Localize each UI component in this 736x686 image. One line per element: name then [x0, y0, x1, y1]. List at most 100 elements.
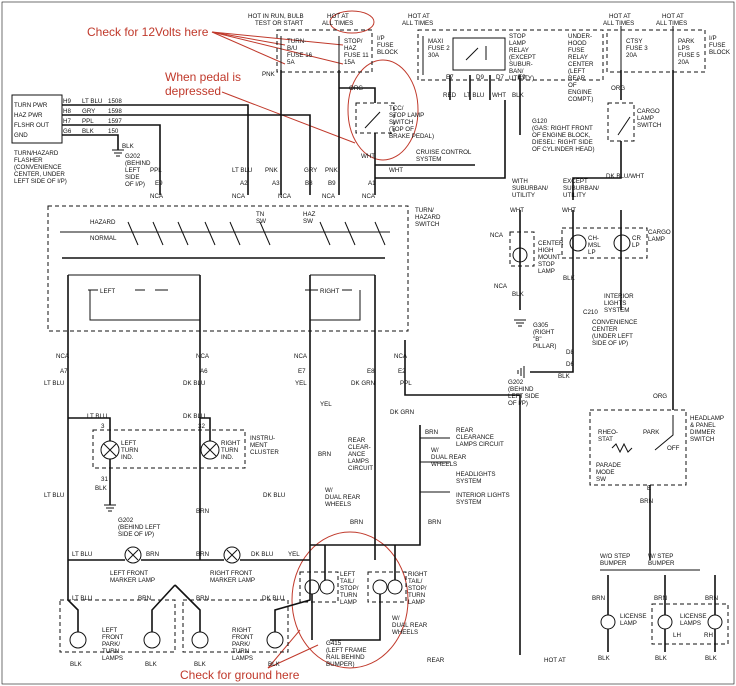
wire-label-gry-sw: GRY	[304, 167, 317, 174]
svg-text:H9: H9	[63, 98, 71, 105]
wire-label-brn-m2: BRN	[196, 551, 209, 558]
svg-text:FRONT: FRONT	[232, 634, 254, 641]
underhood-fuse-relay-center-label: UNDER- HOOD FUSE RELAY CENTER (LEFT REAR…	[568, 33, 594, 103]
svg-text:& PANEL: & PANEL	[690, 422, 716, 429]
wire-label-wht-2: WHT	[389, 167, 403, 174]
cargo-lamp-switch: CARGO LAMP SWITCH	[607, 102, 661, 142]
wire-label-wht-top: WHT	[492, 92, 506, 99]
svg-text:LAMP: LAMP	[637, 115, 654, 122]
svg-text:(BEHIND: (BEHIND	[508, 386, 534, 393]
wire-flshr-out	[62, 124, 161, 195]
wire-label-brn-l2: BRN	[654, 595, 667, 602]
haz-sw-line2: SW	[303, 218, 313, 225]
wire-label: BLK	[122, 143, 135, 150]
left-tail-stop-turn-lamp: LEFT TAIL/ STOP/ TURN LAMP	[299, 571, 359, 606]
svg-text:LEFT FRONT: LEFT FRONT	[110, 570, 148, 577]
svg-text:CENTER, UNDER: CENTER, UNDER	[14, 171, 65, 178]
svg-text:HIGH: HIGH	[538, 247, 553, 254]
headlamp-switch-box	[589, 409, 687, 486]
svg-text:WHEELS: WHEELS	[325, 501, 351, 508]
wire-label-brn-p1: BRN	[138, 595, 151, 602]
fuse-label-right: FUSE	[709, 42, 726, 49]
with-suburban-utility-label: WITH SUBURBAN/ UTILITY	[512, 178, 548, 199]
svg-text:FUSE: FUSE	[568, 47, 585, 54]
wire-label-ltblu-out: LT BLU	[44, 380, 64, 387]
svg-text:HAZARD: HAZARD	[415, 214, 441, 221]
cluster-ground-symbol	[104, 504, 116, 512]
g202-label-a: G202 (BEHIND LEFT SIDE OF I/P)	[125, 153, 151, 188]
svg-text:SWITCH: SWITCH	[637, 122, 661, 129]
svg-text:LICENSE: LICENSE	[680, 613, 706, 620]
svg-text:OF: OF	[568, 82, 577, 89]
svg-text:1597: 1597	[108, 118, 122, 125]
svg-text:LEFT: LEFT	[121, 440, 136, 447]
svg-text:DUAL REAR: DUAL REAR	[392, 622, 428, 629]
svg-text:W/: W/	[392, 615, 400, 622]
wire-label-ltblu-m: LT BLU	[72, 551, 92, 558]
svg-text:STOP/: STOP/	[408, 585, 427, 592]
svg-text:REAR: REAR	[456, 427, 474, 434]
block-label: BLOCK	[377, 49, 399, 56]
cluster-feeds	[68, 417, 211, 441]
svg-text:CLEAR-: CLEAR-	[348, 444, 371, 451]
svg-text:UNDER-: UNDER-	[568, 33, 592, 40]
wire-label-brn-p2: BRN	[196, 595, 209, 602]
hazard-label: HAZARD	[90, 219, 116, 226]
nca-r2: NCA	[494, 283, 508, 290]
svg-text:UTILITY): UTILITY)	[509, 75, 534, 82]
svg-text:OF ENGINE BLOCK,: OF ENGINE BLOCK,	[532, 132, 591, 139]
all-times-label-3: ALL TIMES	[603, 20, 634, 27]
svg-text:LEFT SIDE: LEFT SIDE	[508, 393, 539, 400]
svg-text:RAIL BEHIND: RAIL BEHIND	[326, 654, 365, 661]
svg-text:RIGHT: RIGHT	[221, 440, 240, 447]
svg-text:LAMPS CIRCUIT: LAMPS CIRCUIT	[456, 441, 504, 448]
svg-text:FUSE 16: FUSE 16	[287, 52, 313, 59]
left-front-marker-lamp: LEFT FRONT MARKER LAMP	[110, 546, 155, 584]
svg-text:DUAL REAR: DUAL REAR	[325, 494, 361, 501]
stop-lamp-relay: STOP LAMP RELAY (EXCEPT SUBUR- BAN/ UTIL…	[452, 33, 536, 82]
svg-text:HOOD: HOOD	[568, 40, 587, 47]
svg-text:LP: LP	[632, 242, 640, 249]
svg-text:SYSTEM: SYSTEM	[604, 307, 629, 314]
svg-text:SYSTEM: SYSTEM	[456, 478, 481, 485]
svg-text:TURN: TURN	[121, 447, 138, 454]
annotation-pedal-line2: depressed	[165, 84, 221, 98]
svg-text:G202: G202	[508, 379, 524, 386]
svg-text:PILLAR): PILLAR)	[533, 343, 556, 350]
pin-e7-top: E7	[446, 74, 454, 81]
svg-text:SWITCH: SWITCH	[389, 119, 413, 126]
svg-text:(UNDER LEFT: (UNDER LEFT	[592, 333, 633, 340]
pin-e2: E2	[398, 368, 406, 375]
pin-31: 31	[101, 476, 108, 483]
svg-text:CR: CR	[632, 235, 641, 242]
wire-label-brn-l3: BRN	[705, 595, 718, 602]
svg-text:FUSE 11: FUSE 11	[344, 52, 369, 59]
svg-text:HAZ: HAZ	[344, 45, 357, 52]
svg-text:BLK: BLK	[82, 128, 95, 135]
relay-wires	[449, 75, 521, 135]
tn-sw-line1: TN	[256, 211, 264, 218]
rheostat: RHEO- STAT	[598, 429, 633, 454]
dual-rear-wheels-label-3: W/ DUAL REAR WHEELS	[392, 615, 428, 636]
nca-label-4: NCA	[322, 193, 336, 200]
svg-text:SWITCH: SWITCH	[415, 221, 439, 228]
hot-at-label-4: HOT AT	[662, 13, 684, 20]
pin-e9: E9	[155, 180, 163, 187]
all-times-label-4: ALL TIMES	[656, 20, 687, 27]
pin-32: 32	[198, 423, 205, 430]
svg-text:B/U: B/U	[287, 45, 297, 52]
instrument-cluster-box	[92, 429, 246, 469]
nca-out-1: NCA	[56, 353, 70, 360]
svg-text:IND.: IND.	[221, 454, 234, 461]
svg-text:1508: 1508	[108, 98, 122, 105]
output-wires	[67, 340, 521, 655]
wire-label-blk-l3: BLK	[705, 655, 718, 662]
svg-text:CENTER: CENTER	[538, 240, 564, 247]
wire-label-blk-p2: BLK	[145, 661, 158, 668]
svg-text:20A: 20A	[678, 59, 690, 66]
svg-text:LIGHTS: LIGHTS	[604, 300, 626, 307]
wire-label-blk-p3: BLK	[194, 661, 207, 668]
pin-3: 3	[101, 423, 105, 430]
wire-label-blk-top: BLK	[512, 92, 525, 99]
svg-text:UTILITY: UTILITY	[512, 192, 535, 199]
